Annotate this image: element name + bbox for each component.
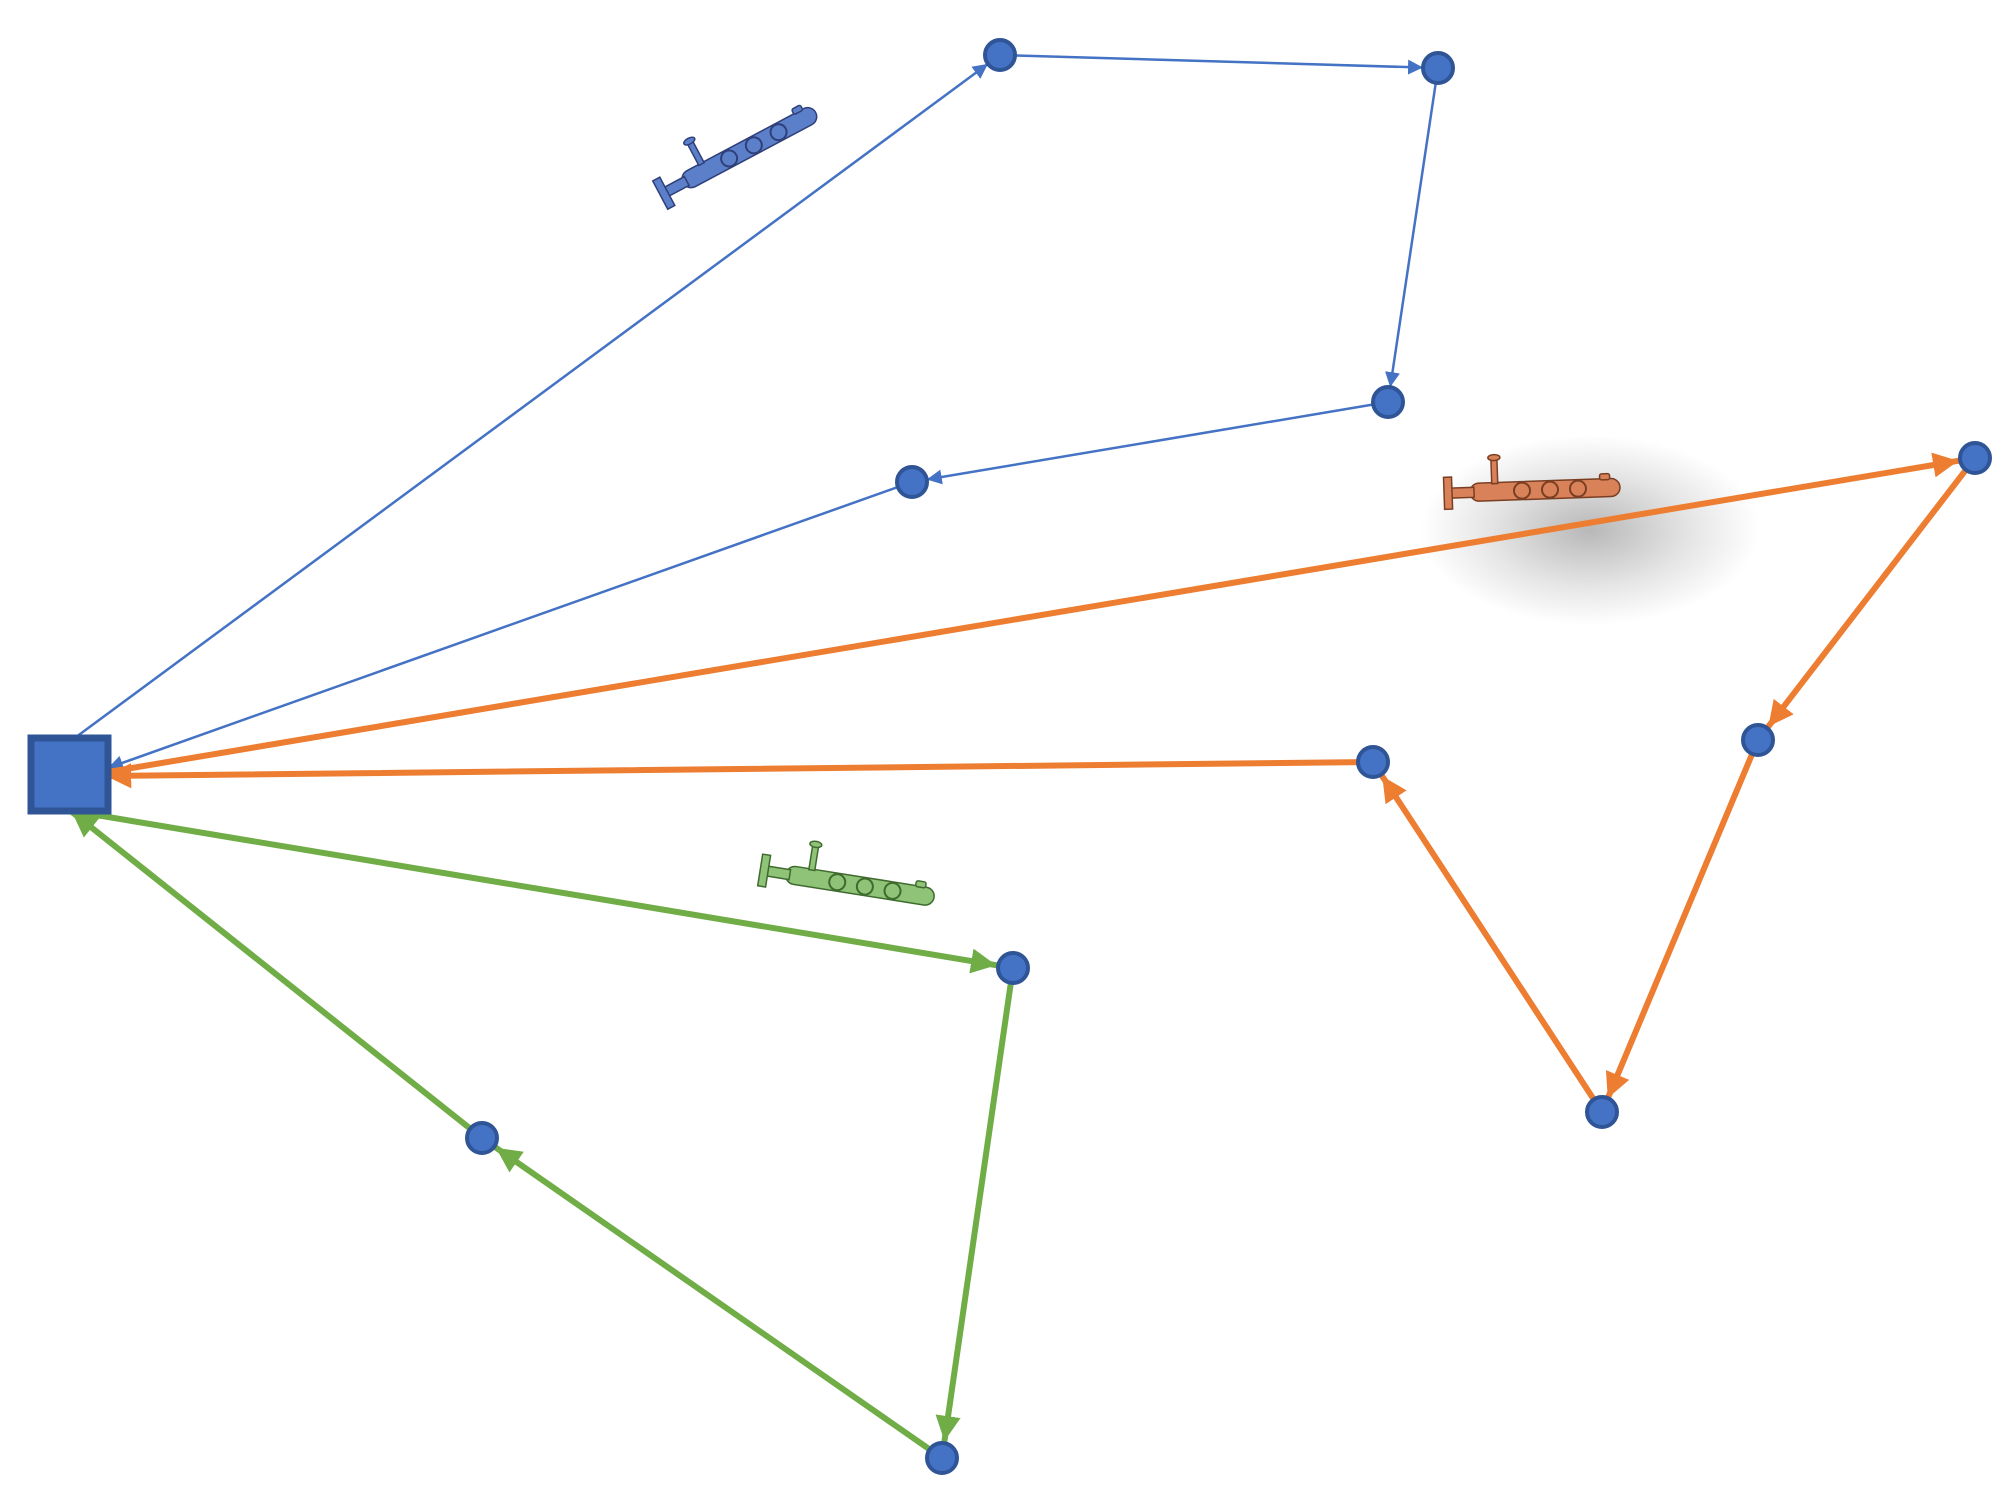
depot-square-icon <box>27 734 112 815</box>
vehicle-shadow <box>1420 435 1760 625</box>
route-blue <box>70 53 1440 771</box>
route-orange <box>103 452 1978 1115</box>
route-green-segment <box>75 809 1000 974</box>
route-orange-segment <box>1765 455 1978 730</box>
route-green <box>69 809 1016 1461</box>
route-orange-segment <box>1604 737 1761 1102</box>
route-blue-segment <box>106 480 914 771</box>
route-green-segment <box>69 809 485 1141</box>
waypoint-circle-icon <box>1371 385 1405 419</box>
waypoint-circle-icon <box>465 1121 499 1155</box>
route-blue-segment <box>70 62 990 742</box>
waypoint-circle-icon <box>1585 1095 1619 1129</box>
route-blue-segment <box>998 53 1425 75</box>
route-blue-segment <box>1385 66 1440 389</box>
waypoint-circle-icon <box>925 1441 959 1475</box>
route-orange-segment <box>105 452 1962 775</box>
waypoint-circle-icon <box>996 951 1030 985</box>
waypoint-circle-icon <box>895 465 929 499</box>
waypoint-circle-icon <box>983 38 1017 72</box>
waypoint-circle-icon <box>1421 51 1455 85</box>
auv-blue-icon <box>641 78 825 211</box>
waypoints <box>465 38 1992 1475</box>
route-orange-segment <box>103 759 1376 789</box>
route-blue-segment <box>925 400 1390 485</box>
route-green-segment <box>935 965 1016 1445</box>
auv-green-icon <box>756 832 941 915</box>
waypoint-circle-icon <box>1741 723 1775 757</box>
route-orange-segment <box>1379 773 1605 1115</box>
waypoint-circle-icon <box>1958 441 1992 475</box>
route-green-segment <box>492 1144 945 1461</box>
waypoint-circle-icon <box>1356 745 1390 779</box>
